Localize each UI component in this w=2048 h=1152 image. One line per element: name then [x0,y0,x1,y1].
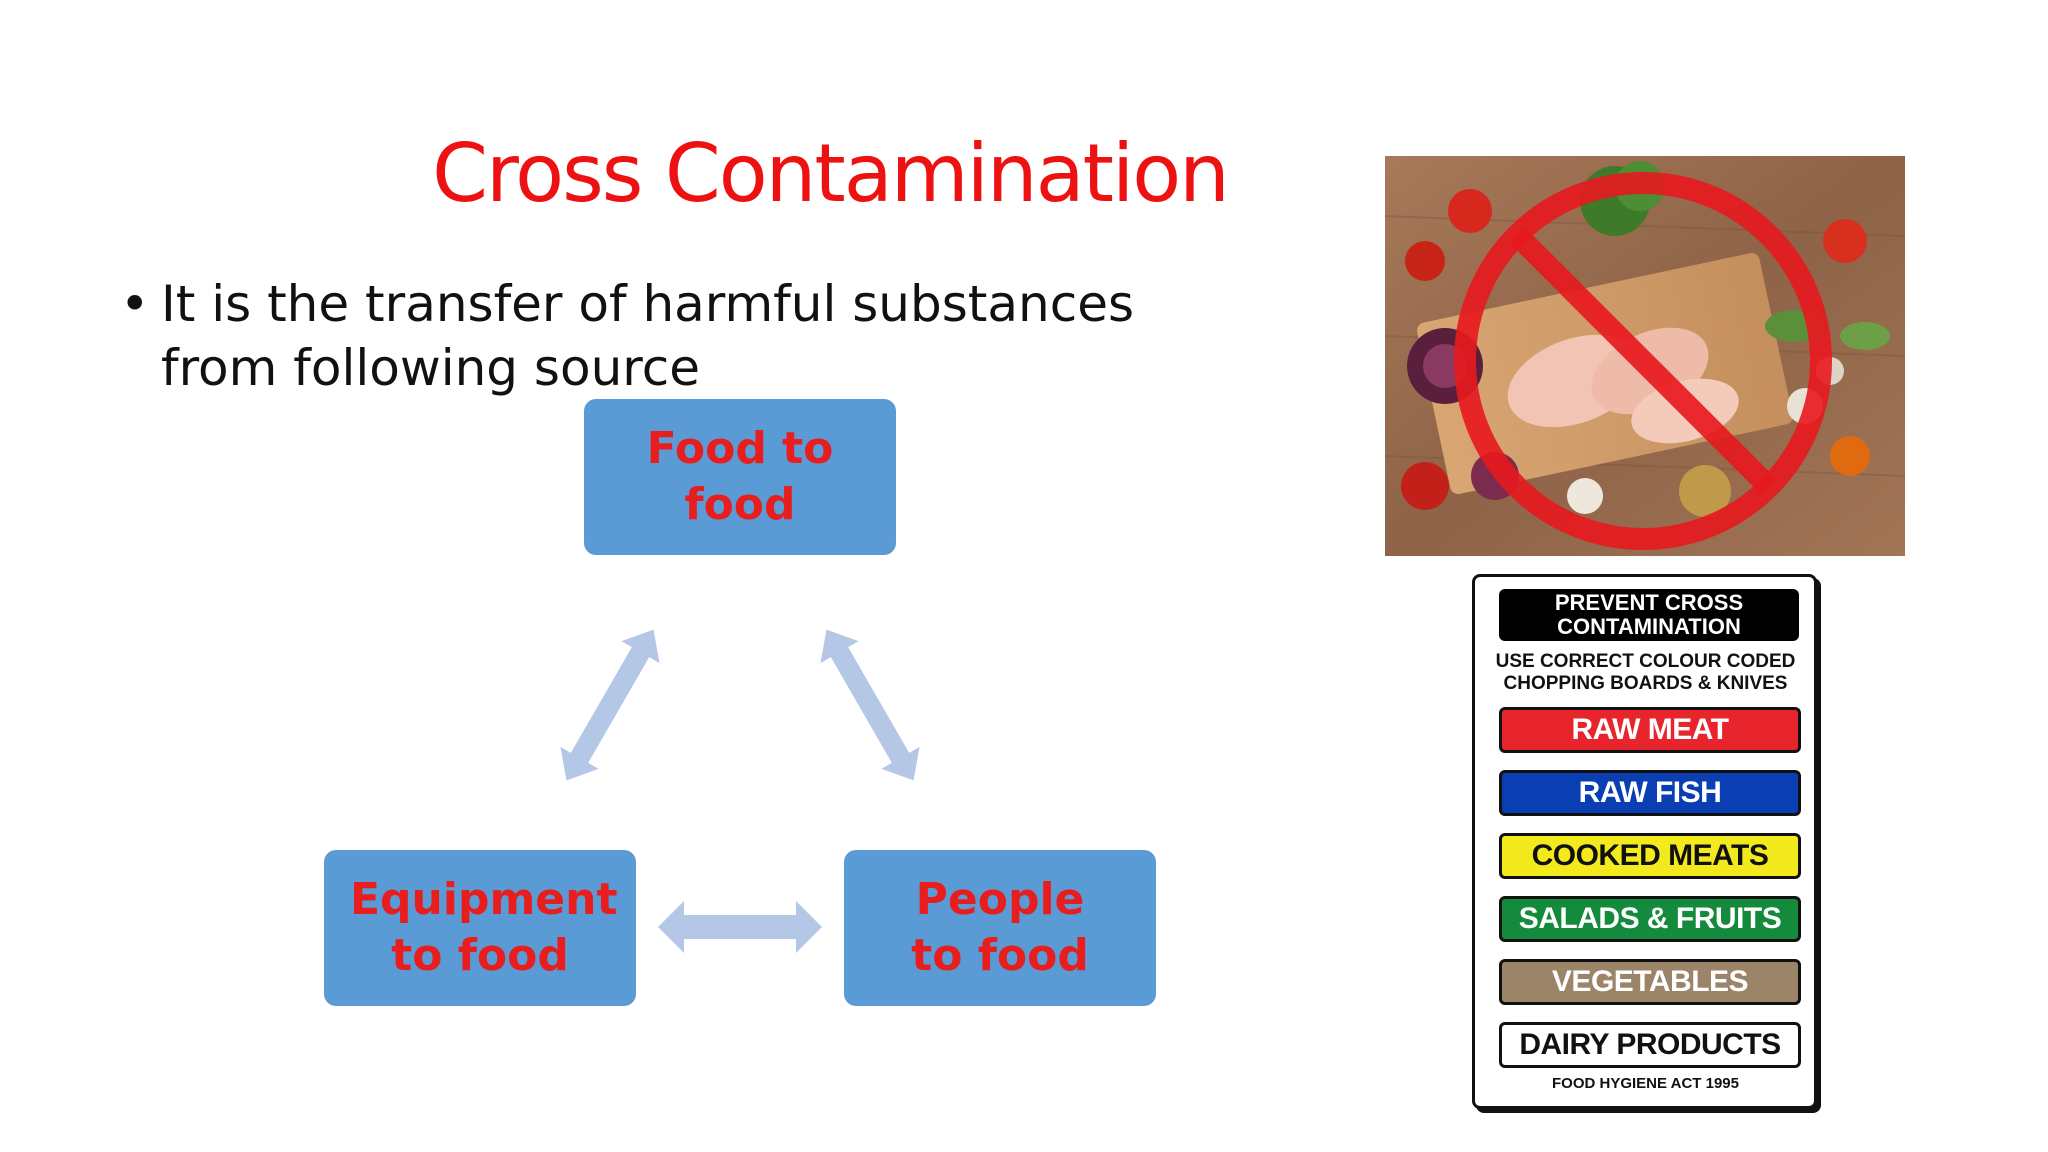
sign-footer: FOOD HYGIENE ACT 1995 [1552,1075,1739,1092]
slide-title: Cross Contamination [432,127,1230,220]
band-raw-meat: RAW MEAT [1499,707,1801,753]
sign-subtitle: USE CORRECT COLOUR CODED CHOPPING BOARDS… [1483,651,1808,695]
box-equipment-to-food-label: Equipment to food [350,874,618,981]
bullet-marker: • [120,275,150,333]
arrow-equipment-food [560,629,660,781]
box-people-to-food: People to food [844,850,1156,1006]
no-cross-contamination-photo [1385,156,1905,556]
band-cooked-meats: COOKED MEATS [1499,833,1801,879]
arrow-equipment-people [658,901,822,953]
sign-header-line2: CONTAMINATION [1557,614,1741,639]
box-equipment-to-food: Equipment to food [324,850,636,1006]
bullet-text: It is the transfer of harmful substances… [161,275,1135,397]
colour-coded-sign: PREVENT CROSS CONTAMINATION USE CORRECT … [1472,574,1817,1109]
sign-header: PREVENT CROSS CONTAMINATION [1499,589,1799,641]
sign-header-line1: PREVENT CROSS [1554,590,1744,615]
box-food-to-food-label: Food to food [646,423,834,530]
arrow-food-people [820,629,920,781]
box-food-to-food: Food to food [584,399,896,555]
band-salads-fruits: SALADS & FRUITS [1499,896,1801,942]
sign-subtitle-line2: CHOPPING BOARDS & KNIVES [1503,673,1788,694]
sign-subtitle-line1: USE CORRECT COLOUR CODED [1495,651,1796,672]
box-people-to-food-label: People to food [911,874,1089,981]
band-raw-fish: RAW FISH [1499,770,1801,816]
band-dairy-products: DAIRY PRODUCTS [1499,1022,1801,1068]
band-vegetables: VEGETABLES [1499,959,1801,1005]
